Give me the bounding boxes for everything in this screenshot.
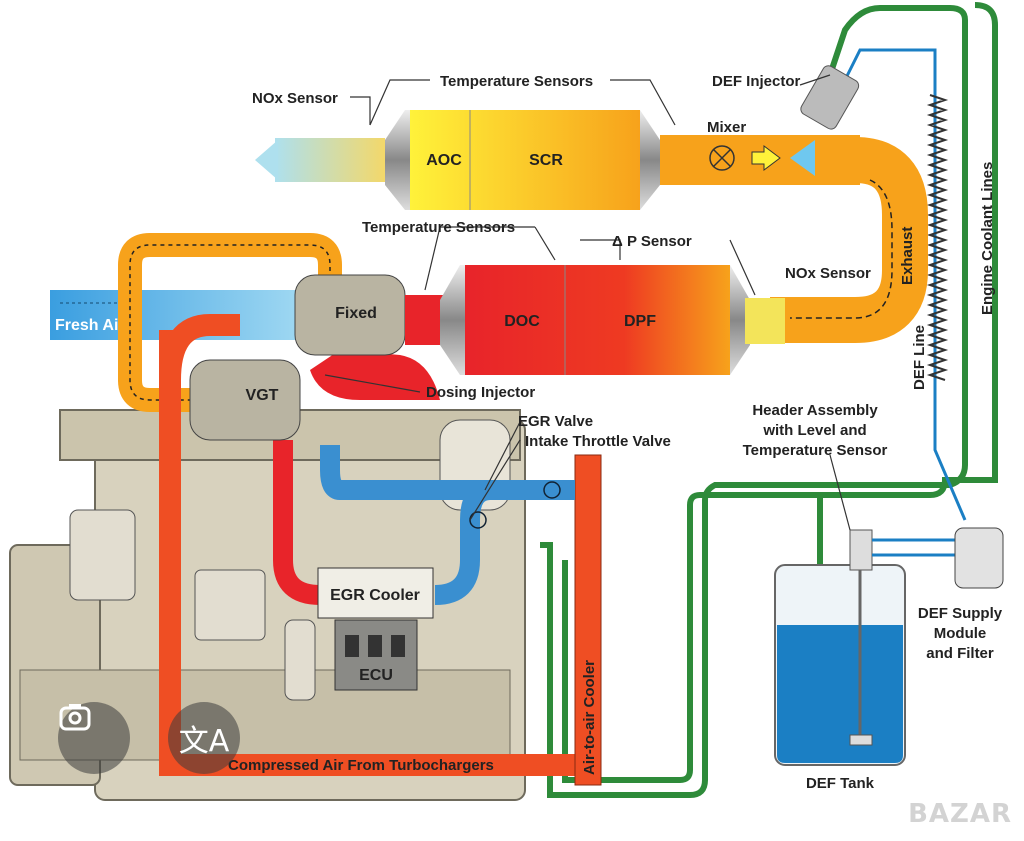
header-assembly-label-1: Header Assembly xyxy=(752,402,878,419)
fresh-air-label: Fresh Air xyxy=(55,317,125,334)
ecu-label: ECU xyxy=(359,667,393,684)
def-supply-module-label-2: Module xyxy=(934,625,987,642)
header-assembly-label-2: with Level and xyxy=(762,422,866,439)
def-injector xyxy=(800,65,860,130)
ecu: ECU xyxy=(334,619,418,691)
nox-sensor-top-label: NOx Sensor xyxy=(252,90,338,107)
def-line xyxy=(838,48,967,521)
aoc-scr-canister: AOC SCR xyxy=(385,110,660,210)
mixer-section xyxy=(660,135,860,185)
exhaust-outlet xyxy=(255,138,385,182)
def-tank-label: DEF Tank xyxy=(806,775,875,792)
doc-dpf-canister: DOC DPF xyxy=(440,265,750,375)
vgt-label: VGT xyxy=(246,387,279,404)
header-assembly-label-3: Temperature Sensor xyxy=(743,442,888,459)
compressed-air-pipe xyxy=(159,314,575,776)
fixed-turbo: Fixed xyxy=(294,274,406,356)
def-supply-module-label-3: and Filter xyxy=(926,645,994,662)
intake-throttle-valve-label: Intake Throttle Valve xyxy=(525,433,671,450)
lens-glyph xyxy=(59,704,91,731)
egr-pipe xyxy=(273,440,321,605)
def-tank: DEF Tank xyxy=(774,529,906,792)
watermark-logo: BAZAR xyxy=(908,799,1012,829)
mixer-label: Mixer xyxy=(707,119,746,136)
compressed-air-label: Compressed Air From Turbochargers xyxy=(228,757,494,774)
egr-cooler-label: EGR Cooler xyxy=(330,587,420,604)
air-to-air-cooler: Air-to-air Cooler xyxy=(574,454,602,786)
temperature-sensors-top-label: Temperature Sensors xyxy=(440,73,593,90)
dosing-injector-label: Dosing Injector xyxy=(426,384,535,401)
labels: Temperature Sensors NOx Sensor DEF Injec… xyxy=(252,73,1003,662)
exhaust-label: Exhaust xyxy=(899,227,916,285)
def-supply-module xyxy=(872,527,1004,589)
def-line-label: DEF Line xyxy=(911,325,928,390)
leader-lines xyxy=(324,74,851,531)
translate-glyph: 文A xyxy=(178,724,230,759)
doc-label: DOC xyxy=(504,313,540,330)
temperature-sensors-mid-label: Temperature Sensors xyxy=(362,219,515,236)
def-injector-label: DEF Injector xyxy=(712,73,801,90)
translate-icon[interactable]: 文A xyxy=(168,702,240,774)
def-line-coil xyxy=(926,94,949,381)
exhaust-pipe-bend xyxy=(770,137,928,343)
dp-sensor-label: Δ P Sensor xyxy=(612,233,692,250)
vgt-turbo: VGT xyxy=(189,359,301,441)
nox-sensor-mid xyxy=(745,298,785,344)
egr-cooler: EGR Cooler xyxy=(317,567,434,619)
def-supply-module-label-1: DEF Supply xyxy=(918,605,1003,622)
nox-sensor-mid-label: NOx Sensor xyxy=(785,265,871,282)
egr-valve-label: EGR Valve xyxy=(518,413,593,430)
air-to-air-cooler-label: Air-to-air Cooler xyxy=(581,660,598,775)
scr-label: SCR xyxy=(529,152,563,169)
fixed-label: Fixed xyxy=(335,305,377,322)
dpf-label: DPF xyxy=(624,313,656,330)
engine-coolant-lines-label: Engine Coolant Lines xyxy=(979,162,996,315)
intake-throttle-valve xyxy=(543,481,561,499)
aoc-label: AOC xyxy=(426,152,462,169)
camera-search-icon[interactable] xyxy=(58,702,130,774)
